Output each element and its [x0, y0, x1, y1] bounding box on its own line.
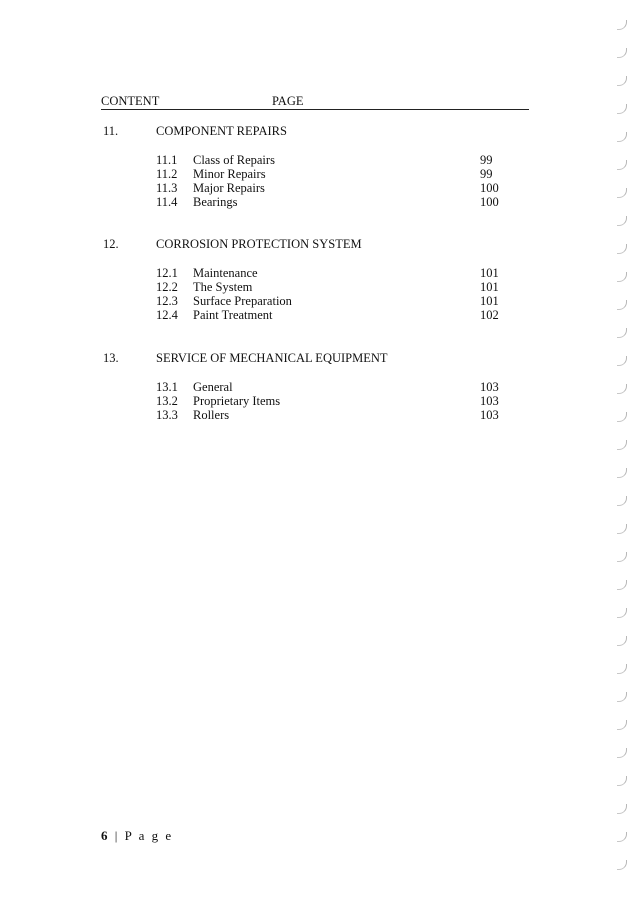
binding-hole-mark — [617, 776, 627, 786]
entry-page: 100 — [480, 181, 499, 195]
binding-hole-mark — [617, 160, 627, 170]
binding-hole-mark — [617, 244, 627, 254]
entry-page: 103 — [480, 380, 499, 394]
entry-label: Major Repairs — [193, 181, 265, 195]
section-number: 13. — [103, 351, 119, 365]
binding-hole-mark — [617, 300, 627, 310]
entry-number: 12.2 — [156, 280, 178, 294]
binding-holes-decoration — [617, 20, 631, 890]
page-footer: 6 | P a g e — [101, 828, 173, 844]
toc-entry: 11.2 Minor Repairs 99 — [0, 167, 637, 181]
entry-label: Class of Repairs — [193, 153, 275, 167]
entry-number: 13.3 — [156, 408, 178, 422]
binding-hole-mark — [617, 76, 627, 86]
entry-label: Bearings — [193, 195, 238, 209]
entry-label: Maintenance — [193, 266, 258, 280]
entry-page: 101 — [480, 266, 499, 280]
entry-label: Proprietary Items — [193, 394, 281, 408]
entry-label: General — [193, 380, 233, 394]
toc-entry: 13.2 Proprietary Items 103 — [0, 394, 637, 408]
entry-page: 100 — [480, 195, 499, 209]
entry-number: 12.3 — [156, 294, 178, 308]
binding-hole-mark — [617, 356, 627, 366]
binding-hole-mark — [617, 328, 627, 338]
binding-hole-mark — [617, 692, 627, 702]
binding-hole-mark — [617, 580, 627, 590]
binding-hole-mark — [617, 524, 627, 534]
toc-entry: 11.1 Class of Repairs 99 — [0, 153, 637, 167]
binding-hole-mark — [617, 20, 627, 30]
toc-entry: 13.3 Rollers 103 — [0, 408, 637, 422]
footer-page-number: 6 — [101, 828, 110, 843]
entry-number: 11.3 — [156, 181, 178, 195]
entry-label: Surface Preparation — [193, 294, 292, 308]
section-number: 11. — [103, 124, 119, 138]
entry-number: 11.4 — [156, 195, 178, 209]
page-column-label: PAGE — [272, 94, 304, 108]
entry-number: 11.2 — [156, 167, 178, 181]
entry-number: 11.1 — [156, 153, 178, 167]
toc-entry: 12.3 Surface Preparation 101 — [0, 294, 637, 308]
binding-hole-mark — [617, 132, 627, 142]
entry-page: 101 — [480, 280, 499, 294]
binding-hole-mark — [617, 216, 627, 226]
binding-hole-mark — [617, 860, 627, 870]
binding-hole-mark — [617, 440, 627, 450]
toc-entry: 11.4 Bearings 100 — [0, 195, 637, 209]
entry-number: 13.2 — [156, 394, 178, 408]
entry-label: Paint Treatment — [193, 308, 273, 322]
binding-hole-mark — [617, 188, 627, 198]
entry-page: 101 — [480, 294, 499, 308]
binding-hole-mark — [617, 48, 627, 58]
entry-page: 103 — [480, 394, 499, 408]
entry-number: 12.4 — [156, 308, 178, 322]
section-title: SERVICE OF MECHANICAL EQUIPMENT — [156, 351, 388, 365]
binding-hole-mark — [617, 552, 627, 562]
binding-hole-mark — [617, 384, 627, 394]
entry-number: 13.1 — [156, 380, 178, 394]
toc-entry: 11.3 Major Repairs 100 — [0, 181, 637, 195]
toc-entry: 12.1 Maintenance 101 — [0, 266, 637, 280]
binding-hole-mark — [617, 608, 627, 618]
binding-hole-mark — [617, 804, 627, 814]
footer-separator: | — [109, 828, 125, 843]
toc-entry: 12.2 The System 101 — [0, 280, 637, 294]
entry-page: 99 — [480, 153, 493, 167]
binding-hole-mark — [617, 468, 627, 478]
entry-page: 99 — [480, 167, 493, 181]
binding-hole-mark — [617, 104, 627, 114]
entry-number: 12.1 — [156, 266, 178, 280]
binding-hole-mark — [617, 272, 627, 282]
entry-label: The System — [193, 280, 253, 294]
toc-entry: 13.1 General 103 — [0, 380, 637, 394]
entry-label: Minor Repairs — [193, 167, 266, 181]
binding-hole-mark — [617, 832, 627, 842]
binding-hole-mark — [617, 496, 627, 506]
binding-hole-mark — [617, 748, 627, 758]
binding-hole-mark — [617, 412, 627, 422]
footer-page-word: P a g e — [124, 828, 174, 843]
binding-hole-mark — [617, 664, 627, 674]
toc-entry: 12.4 Paint Treatment 102 — [0, 308, 637, 322]
entry-label: Rollers — [193, 408, 230, 422]
content-column-label: CONTENT — [101, 94, 160, 108]
binding-hole-mark — [617, 636, 627, 646]
entry-page: 102 — [480, 308, 499, 322]
section-title: CORROSION PROTECTION SYSTEM — [156, 237, 362, 251]
toc-header: CONTENT PAGE — [101, 94, 529, 110]
entry-page: 103 — [480, 408, 499, 422]
binding-hole-mark — [617, 720, 627, 730]
section-title: COMPONENT REPAIRS — [156, 124, 287, 138]
section-number: 12. — [103, 237, 119, 251]
